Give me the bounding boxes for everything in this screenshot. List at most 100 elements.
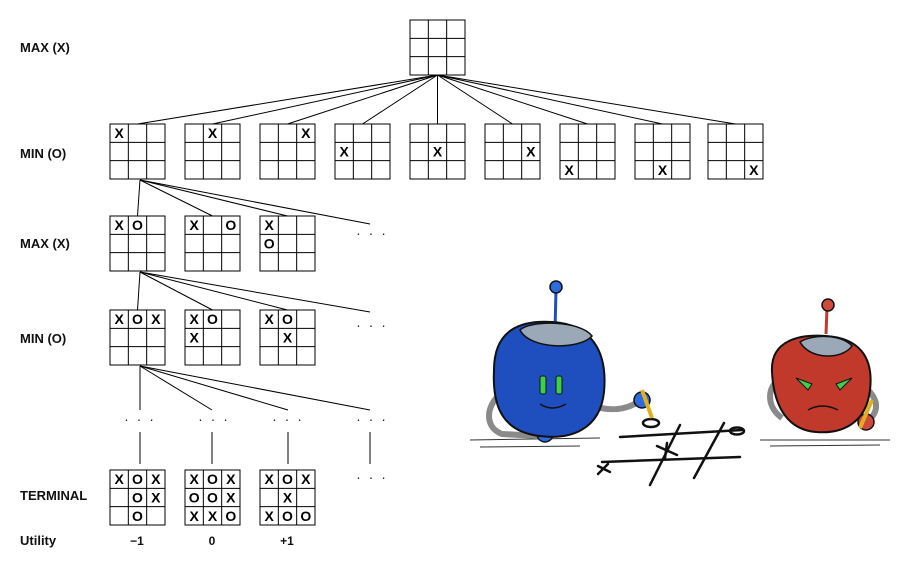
level-label-max-1: MAX (X) [20,40,70,55]
ellipsis-4: · · · [198,411,230,427]
level-label-min-2: MIN (O) [20,331,66,346]
board-frame [259,469,316,526]
utility-value-2: 0 [209,534,216,548]
o-mark: O [132,217,143,233]
board-min1-4: X [334,123,391,180]
x-mark: X [114,217,124,233]
x-mark: X [658,162,668,178]
board-frame [409,123,466,180]
board-frame [634,123,691,180]
board-frame [259,123,316,180]
board-frame [109,215,166,272]
ellipsis-2: · · · [356,317,388,333]
o-mark: O [132,471,143,487]
x-mark: X [226,490,236,506]
x-mark: X [151,490,161,506]
board-frame [484,123,541,180]
utility-value-3: +1 [280,534,294,548]
board-frame [184,309,241,366]
o-mark: O [282,508,293,524]
board-frame [259,309,316,366]
o-mark: O [264,236,275,252]
x-mark: X [189,330,199,346]
board-frame [559,123,616,180]
tree-edge [437,74,588,125]
tree-edge [139,365,213,411]
o-mark: O [207,471,218,487]
tree-edge [437,74,736,125]
x-mark: X [114,471,124,487]
tree-edge [212,74,438,125]
o-mark: O [132,490,143,506]
tree-edge [139,179,213,217]
board-frame [109,123,166,180]
o-mark: O [132,311,143,327]
o-mark: O [282,311,293,327]
x-mark: X [301,471,311,487]
x-mark: X [189,471,199,487]
x-mark: X [208,508,218,524]
board-frame [184,215,241,272]
board-max2-3: XO [259,215,316,272]
tree-edge [139,365,371,411]
board-frame [184,469,241,526]
floor-board [596,417,746,487]
tree-edge [287,74,438,125]
tree-edge [137,179,141,217]
x-mark: X [189,508,199,524]
tree-edge [139,271,213,311]
x-mark: X [114,125,124,141]
level-label-max-2: MAX (X) [20,236,70,251]
tree-edge [139,271,288,311]
x-mark: X [433,144,443,160]
red-robot [767,298,879,434]
x-mark: X [564,162,574,178]
o-mark: O [225,217,236,233]
board-root [409,19,466,76]
x-mark: X [151,311,161,327]
x-mark: X [264,311,274,327]
x-mark: X [114,311,124,327]
board-min1-5: X [409,123,466,180]
x-mark: X [226,471,236,487]
board-min1-6: X [484,123,541,180]
board-min1-7: X [559,123,616,180]
x-mark: X [749,162,759,178]
ellipsis-7: · · · [356,469,388,485]
x-mark: X [339,144,349,160]
tree-edge [437,74,663,125]
x-mark: X [151,471,161,487]
o-mark: O [225,508,236,524]
ellipsis-1: · · · [356,225,388,241]
board-frame [334,123,391,180]
x-mark: X [264,217,274,233]
level-label-terminal: TERMINAL [20,488,87,503]
board-min1-2: X [184,123,241,180]
tree-edge [137,271,141,311]
board-frame [409,19,466,76]
x-mark: X [208,125,218,141]
board-frame [109,469,166,526]
board-min1-3: X [259,123,316,180]
board-min1-9: X [707,123,764,180]
o-mark: O [300,508,311,524]
x-mark: X [264,471,274,487]
ellipsis-3: · · · [124,411,156,427]
x-mark: X [283,490,293,506]
x-mark: X [301,125,311,141]
level-label-min-1: MIN (O) [20,146,66,161]
board-min1-8: X [634,123,691,180]
x-mark: X [283,330,293,346]
x-mark: X [189,311,199,327]
tree-edge [437,74,513,125]
tree-edge [139,271,371,313]
